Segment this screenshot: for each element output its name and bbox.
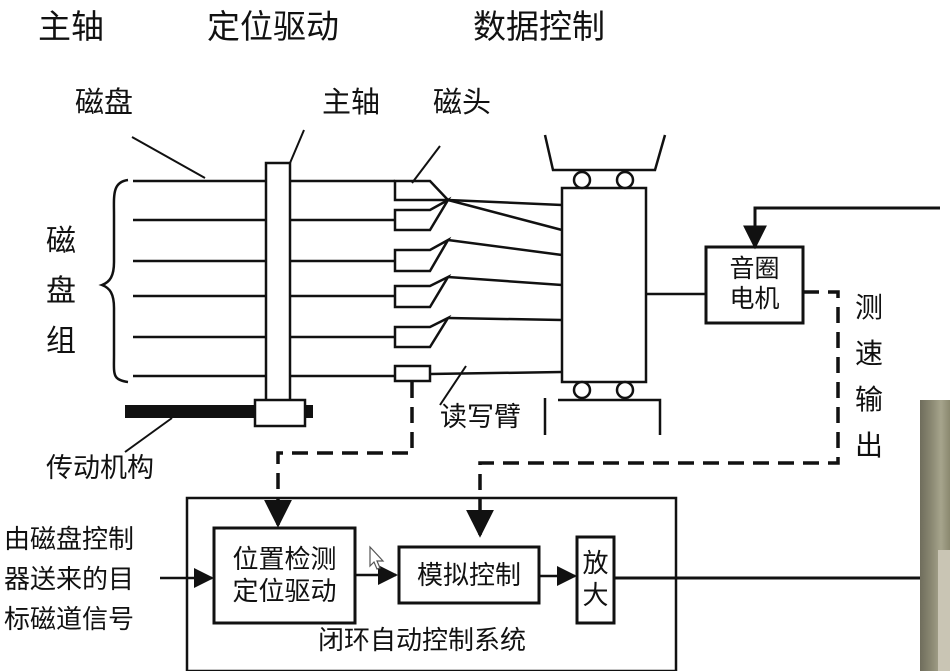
position-detect-line-2: 定位驱动 — [232, 577, 337, 607]
input-signal-label: 由磁盘控制 器送来的目 标磁道信号 — [4, 520, 134, 640]
position-detect-box — [212, 526, 357, 625]
voice-coil-motor-box — [704, 245, 805, 325]
voice-coil-line-2: 电机 — [729, 284, 780, 313]
position-detect-label: 位置检测 定位驱动 — [214, 544, 355, 608]
amplify-label: 放 大 — [577, 548, 614, 612]
label-disk: 磁盘 — [75, 85, 134, 119]
position-detect-line-1: 位置检测 — [232, 545, 337, 575]
header-positioning: 定位驱动 — [207, 7, 339, 46]
speed-output-char-1: 测 — [854, 291, 883, 324]
heads — [393, 179, 452, 383]
disk-stack-char-3: 组 — [46, 324, 76, 359]
spindle-hub — [253, 398, 307, 428]
input-signal-line-2: 器送来的目 — [4, 565, 135, 595]
drive-leader — [124, 417, 173, 453]
arm-leader — [439, 365, 467, 406]
mouse-pointer-icon — [369, 545, 385, 570]
input-signal-line-3: 标磁道信号 — [4, 605, 135, 635]
rw-arms — [429, 198, 563, 376]
label-speed-output: 测 速 输 出 — [852, 285, 886, 469]
drive-feedback-line — [743, 206, 940, 250]
speed-output-char-2: 速 — [854, 337, 883, 370]
label-head: 磁头 — [433, 85, 492, 119]
label-disk-stack: 磁 盘 组 — [44, 217, 78, 367]
voice-coil-motor-label: 音圈 电机 — [706, 254, 803, 314]
disk-stack-char-1: 磁 — [46, 224, 76, 259]
label-rw-arm: 读写臂 — [440, 402, 521, 433]
speed-output-dashed — [466, 290, 840, 538]
closed-loop-label: 闭环自动控制系统 — [318, 626, 527, 656]
voice-coil-line-1: 音圈 — [729, 254, 780, 283]
analog-control-label: 模拟控制 — [416, 561, 521, 591]
video-overlay-edge — [920, 400, 950, 671]
disk-leader — [131, 136, 206, 179]
position-dashed — [264, 382, 414, 528]
amplify-box — [575, 535, 616, 625]
speed-output-char-3: 输 — [854, 383, 883, 416]
head-leader — [411, 145, 441, 184]
input-signal-line-1: 由磁盘控制 — [4, 525, 135, 555]
closed-loop-box — [185, 496, 678, 671]
speed-output-char-4: 出 — [854, 429, 883, 462]
amplify-char-2: 大 — [582, 581, 609, 611]
curly-brace-icon — [98, 178, 129, 384]
label-spindle: 主轴 — [322, 85, 381, 119]
video-overlay-highlight — [938, 550, 950, 671]
header-data-control: 数据控制 — [473, 7, 605, 46]
spindle-shaft — [264, 129, 305, 413]
header-spindle: 主轴 — [38, 7, 104, 46]
carriage-bearings — [572, 170, 635, 400]
analog-control-box — [397, 545, 541, 605]
disk-stack-char-2: 盘 — [46, 274, 76, 309]
disk-platters — [133, 179, 395, 378]
rail-top — [543, 134, 667, 172]
rail-bottom — [543, 398, 662, 435]
label-drive-mechanism: 传动机构 — [46, 453, 154, 484]
carriage — [560, 186, 648, 384]
amplify-char-1: 放 — [582, 549, 609, 579]
